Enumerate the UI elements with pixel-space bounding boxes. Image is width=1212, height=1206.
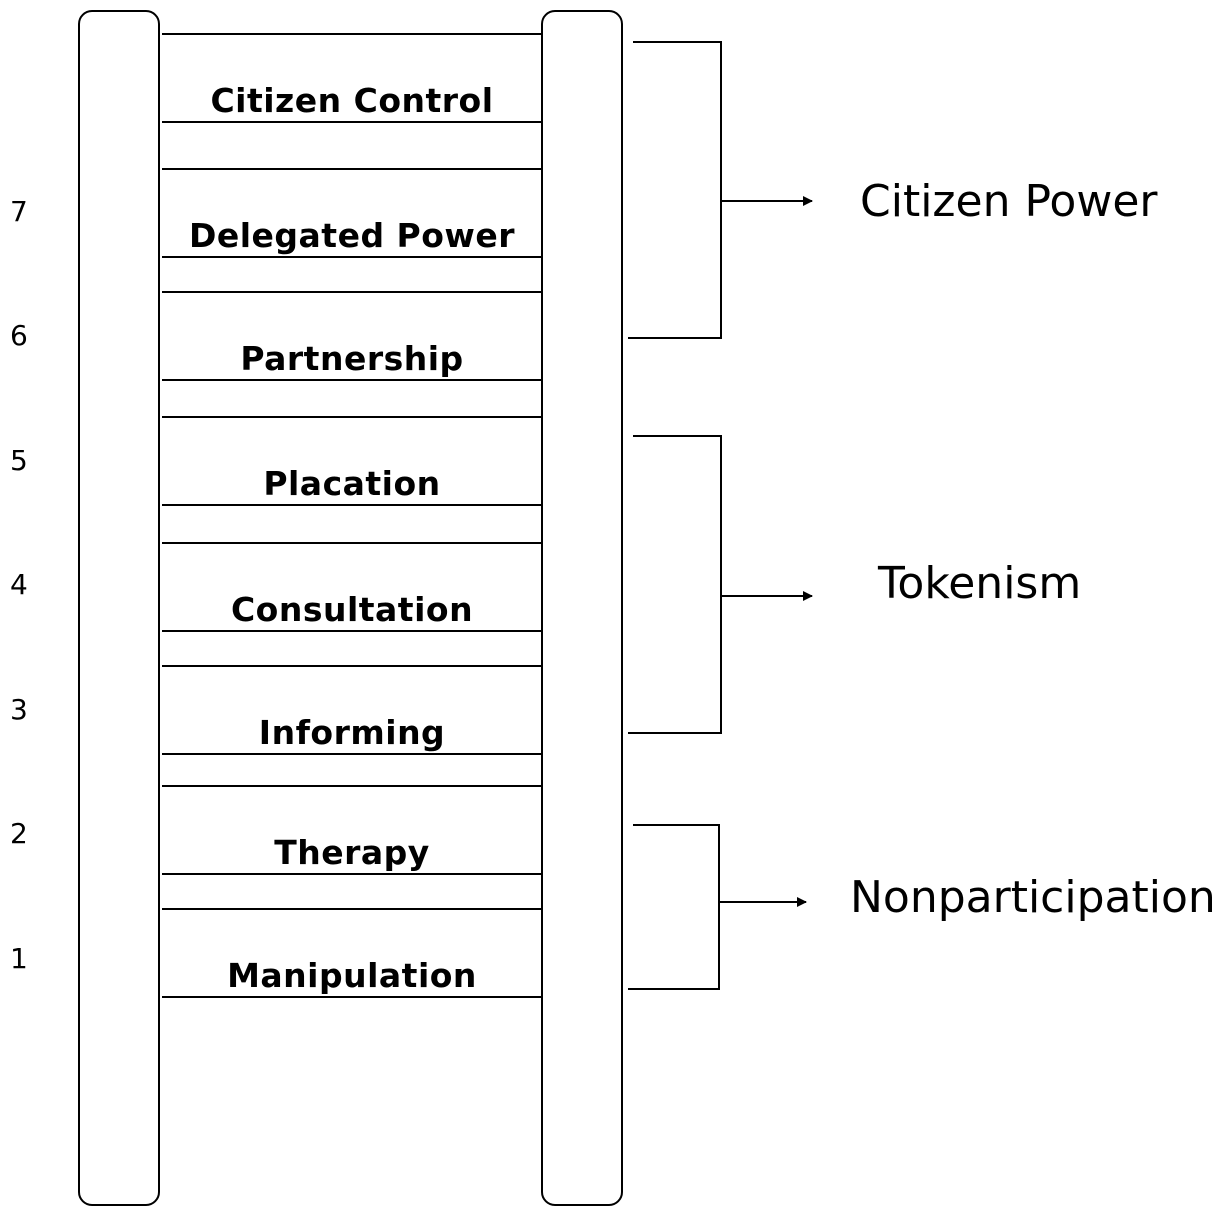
rung-label: Citizen Control [210, 81, 494, 120]
group-label-citizen-power: Citizen Power [860, 176, 1158, 227]
rung-label: Manipulation [227, 956, 477, 995]
rung-number-7: 7 [10, 195, 28, 228]
bracket-citizen-power [628, 41, 813, 339]
bracket-tokenism [628, 435, 813, 734]
rung-number-2: 2 [10, 817, 28, 850]
rung-number-5: 5 [10, 444, 28, 477]
rung-number-1: 1 [10, 942, 28, 975]
rung-label: Partnership [240, 339, 464, 378]
rung-informing: Informing [162, 665, 542, 755]
rung-label: Informing [258, 713, 446, 752]
rung-number-3: 3 [10, 693, 28, 726]
bracket-nonparticipation [628, 824, 807, 990]
rung-delegated-power: Delegated Power [162, 168, 542, 258]
rung-label: Therapy [274, 833, 430, 872]
rung-therapy: Therapy [162, 785, 542, 875]
rung-manipulation: Manipulation [162, 908, 542, 998]
rung-label: Consultation [230, 590, 474, 629]
rung-citizen-control: Citizen Control [162, 33, 542, 123]
rung-label: Placation [263, 464, 441, 503]
rung-number-6: 6 [10, 319, 28, 352]
rung-number-4: 4 [10, 568, 28, 601]
rung-placation: Placation [162, 416, 542, 506]
rung-consultation: Consultation [162, 542, 542, 632]
rung-partnership: Partnership [162, 291, 542, 381]
group-label-tokenism: Tokenism [878, 558, 1082, 609]
group-label-nonparticipation: Nonparticipation [850, 872, 1212, 923]
rung-label: Delegated Power [188, 216, 516, 255]
